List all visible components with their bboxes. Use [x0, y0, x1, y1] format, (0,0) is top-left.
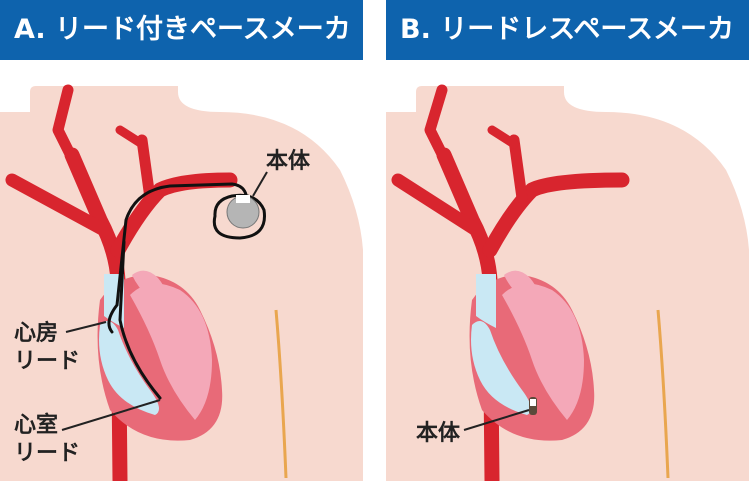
pacemaker-device: [226, 195, 260, 229]
device-label: 本体: [266, 149, 311, 174]
leadless-pacemaker-device: [529, 397, 537, 415]
atrial-lead-label-line1: 心房: [14, 320, 58, 346]
device-label: 本体: [416, 421, 461, 446]
heart: [469, 270, 595, 441]
sternum-line: [274, 309, 288, 479]
sternum-line: [656, 309, 670, 479]
ventricular-lead-label-line2: リード: [14, 441, 80, 466]
heart: [97, 270, 223, 441]
panel-a-illustration: 本体 心房 リード 心室 リード: [0, 84, 363, 481]
pacemaker-leads: [107, 182, 266, 400]
panel-b-title: B. リードレスペースメーカ: [386, 0, 749, 60]
panel-leaded-pacemaker: A. リード付きペースメーカ: [0, 0, 363, 481]
atrial-lead-label-line2: リード: [14, 349, 80, 374]
device-callout-line: [463, 409, 530, 431]
great-vessels: [5, 84, 238, 481]
ventricular-lead-label-line1: 心室: [14, 412, 58, 438]
panel-b-illustration: 本体: [386, 84, 749, 481]
panel-a-title: A. リード付きペースメーカ: [0, 0, 363, 60]
panel-leadless-pacemaker: B. リードレスペースメーカ 本体: [386, 0, 749, 481]
callout-lines: [61, 171, 268, 431]
